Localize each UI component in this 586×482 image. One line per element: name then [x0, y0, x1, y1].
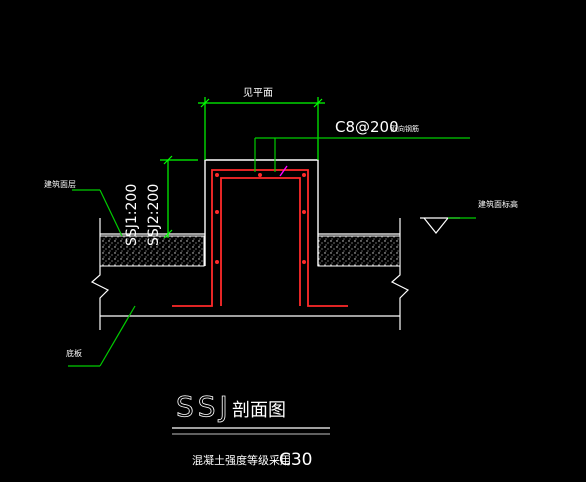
left-floor-label: 建筑面层: [44, 179, 76, 189]
rebar-callout: C8@200: [335, 118, 399, 136]
bottom-left-label: 底板: [66, 348, 82, 358]
top-dimension: [198, 97, 325, 160]
elevation-marker: [420, 217, 460, 234]
curb-outline: [204, 159, 319, 266]
left-vertical-dimension: [160, 155, 198, 239]
right-floor-label: 建筑面标高: [478, 199, 518, 209]
base-slab: [90, 263, 410, 330]
vertical-label-2: SSJ2:200: [146, 184, 162, 246]
concrete-fill-left: [99, 235, 205, 267]
bottom-left-leader: [68, 305, 136, 367]
rebar-callout-leader: [254, 137, 470, 172]
title-main: SSJ: [176, 390, 232, 423]
note-prefix: 混凝土强度等级采用: [192, 453, 291, 467]
rebar-callout-suffix: 双向钢筋: [391, 124, 419, 133]
left-floor-leader: [72, 189, 123, 237]
rebar-dots: [215, 173, 306, 264]
concrete-fill-right: [317, 235, 401, 267]
title-suffix: 剖面图: [232, 400, 286, 421]
accent-tick: [279, 165, 288, 177]
rebar: [172, 169, 348, 307]
vertical-label-1: SSJ1:200: [124, 184, 140, 246]
note-grade: C30: [279, 450, 313, 470]
dim-label-top: 见平面: [243, 87, 273, 99]
